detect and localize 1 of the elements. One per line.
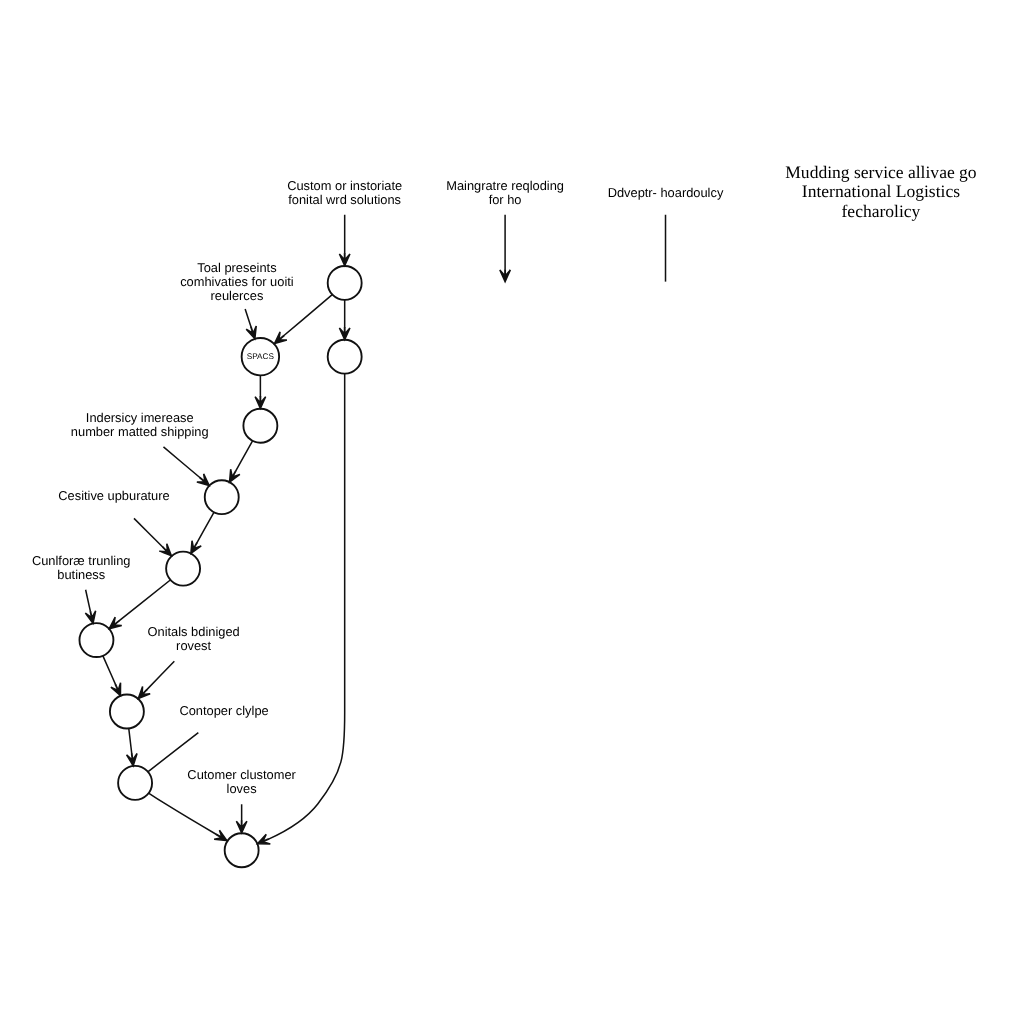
label: Mudding service allivae go International Logistics fecharolicy: [784, 160, 976, 221]
